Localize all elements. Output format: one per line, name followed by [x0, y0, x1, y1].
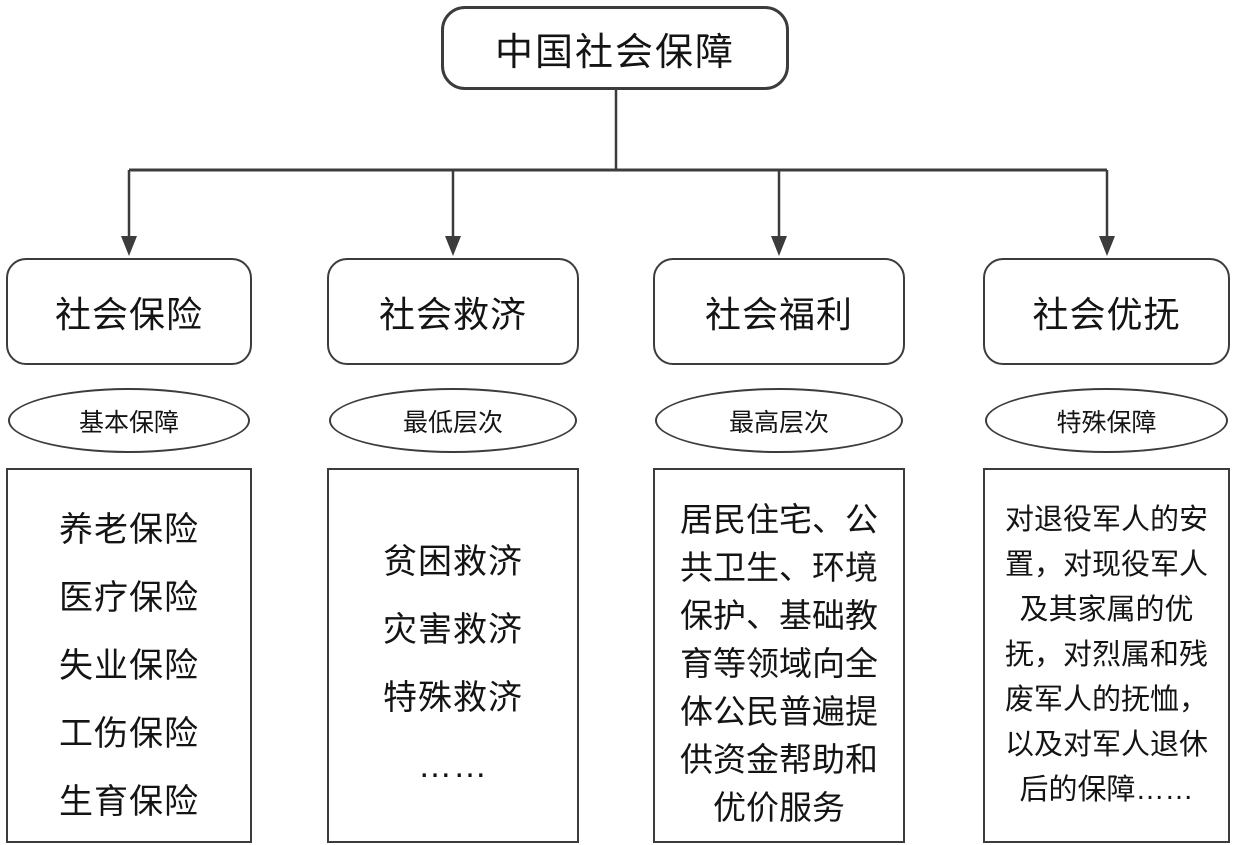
root-node: 中国社会保障 [441, 6, 789, 90]
branch-node-social-welfare: 社会福利 [653, 258, 905, 365]
level-ellipse-special-security: 特殊保障 [985, 388, 1228, 453]
arrowhead-icon [121, 236, 137, 256]
detail-paragraph: 对退役军人的安置，对现役军人及其家属的优抚，对烈属和残废军人的抚恤，以及对军人退… [1004, 504, 1208, 806]
list-item: 特殊救济 [383, 679, 523, 717]
branch-node-social-preferential-care: 社会优抚 [983, 258, 1230, 365]
column-social-preferential-care: 社会优抚 特殊保障 对退役军人的安置，对现役军人及其家属的优抚，对烈属和残废军人… [983, 0, 1230, 845]
list-item: 贫困救济 [383, 543, 523, 581]
list-item: 失业保险 [59, 647, 199, 685]
list-item: 生育保险 [59, 783, 199, 821]
branch-node-social-relief: 社会救济 [327, 258, 579, 365]
level-ellipse-lowest-level: 最低层次 [329, 388, 577, 453]
detail-box-social-relief: 贫困救济 灾害救济 特殊救济 …… [327, 468, 579, 843]
level-label: 基本保障 [78, 408, 179, 437]
column-social-relief: 社会救济 最低层次 贫困救济 灾害救济 特殊救济 …… [327, 0, 579, 845]
root-node-label: 中国社会保障 [494, 31, 735, 74]
list-item: 养老保险 [59, 511, 199, 549]
arrowhead-icon [445, 236, 461, 256]
branch-label: 社会救济 [378, 293, 527, 335]
detail-box-social-insurance: 养老保险 医疗保险 失业保险 工伤保险 生育保险 [6, 468, 252, 843]
level-label: 最高层次 [728, 408, 829, 437]
list-item: 医疗保险 [59, 579, 199, 617]
arrowhead-icon [1099, 236, 1115, 256]
list-item-ellipsis: …… [418, 747, 488, 785]
level-ellipse-basic-security: 基本保障 [8, 388, 250, 453]
level-ellipse-highest-level: 最高层次 [655, 388, 903, 453]
detail-box-social-preferential-care: 对退役军人的安置，对现役军人及其家属的优抚，对烈属和残废军人的抚恤，以及对军人退… [983, 468, 1230, 843]
branch-label: 社会保险 [54, 293, 203, 335]
list-item: 工伤保险 [59, 715, 199, 753]
level-label: 最低层次 [402, 408, 503, 437]
branch-label: 社会优抚 [1032, 293, 1181, 335]
detail-paragraph: 居民住宅、公共卫生、环境保护、基础教育等领域向全体公民普遍提供资金帮助和优价服务 [680, 501, 878, 826]
column-social-welfare: 社会福利 最高层次 居民住宅、公共卫生、环境保护、基础教育等领域向全体公民普遍提… [653, 0, 905, 845]
branch-label: 社会福利 [704, 293, 853, 335]
connector-lines [121, 88, 1115, 256]
level-label: 特殊保障 [1056, 408, 1157, 437]
branch-node-social-insurance: 社会保险 [6, 258, 252, 365]
column-social-insurance: 社会保险 基本保障 养老保险 医疗保险 失业保险 工伤保险 生育保险 [6, 0, 252, 845]
detail-box-social-welfare: 居民住宅、公共卫生、环境保护、基础教育等领域向全体公民普遍提供资金帮助和优价服务 [653, 468, 905, 843]
arrowhead-icon [771, 236, 787, 256]
list-item: 灾害救济 [383, 611, 523, 649]
